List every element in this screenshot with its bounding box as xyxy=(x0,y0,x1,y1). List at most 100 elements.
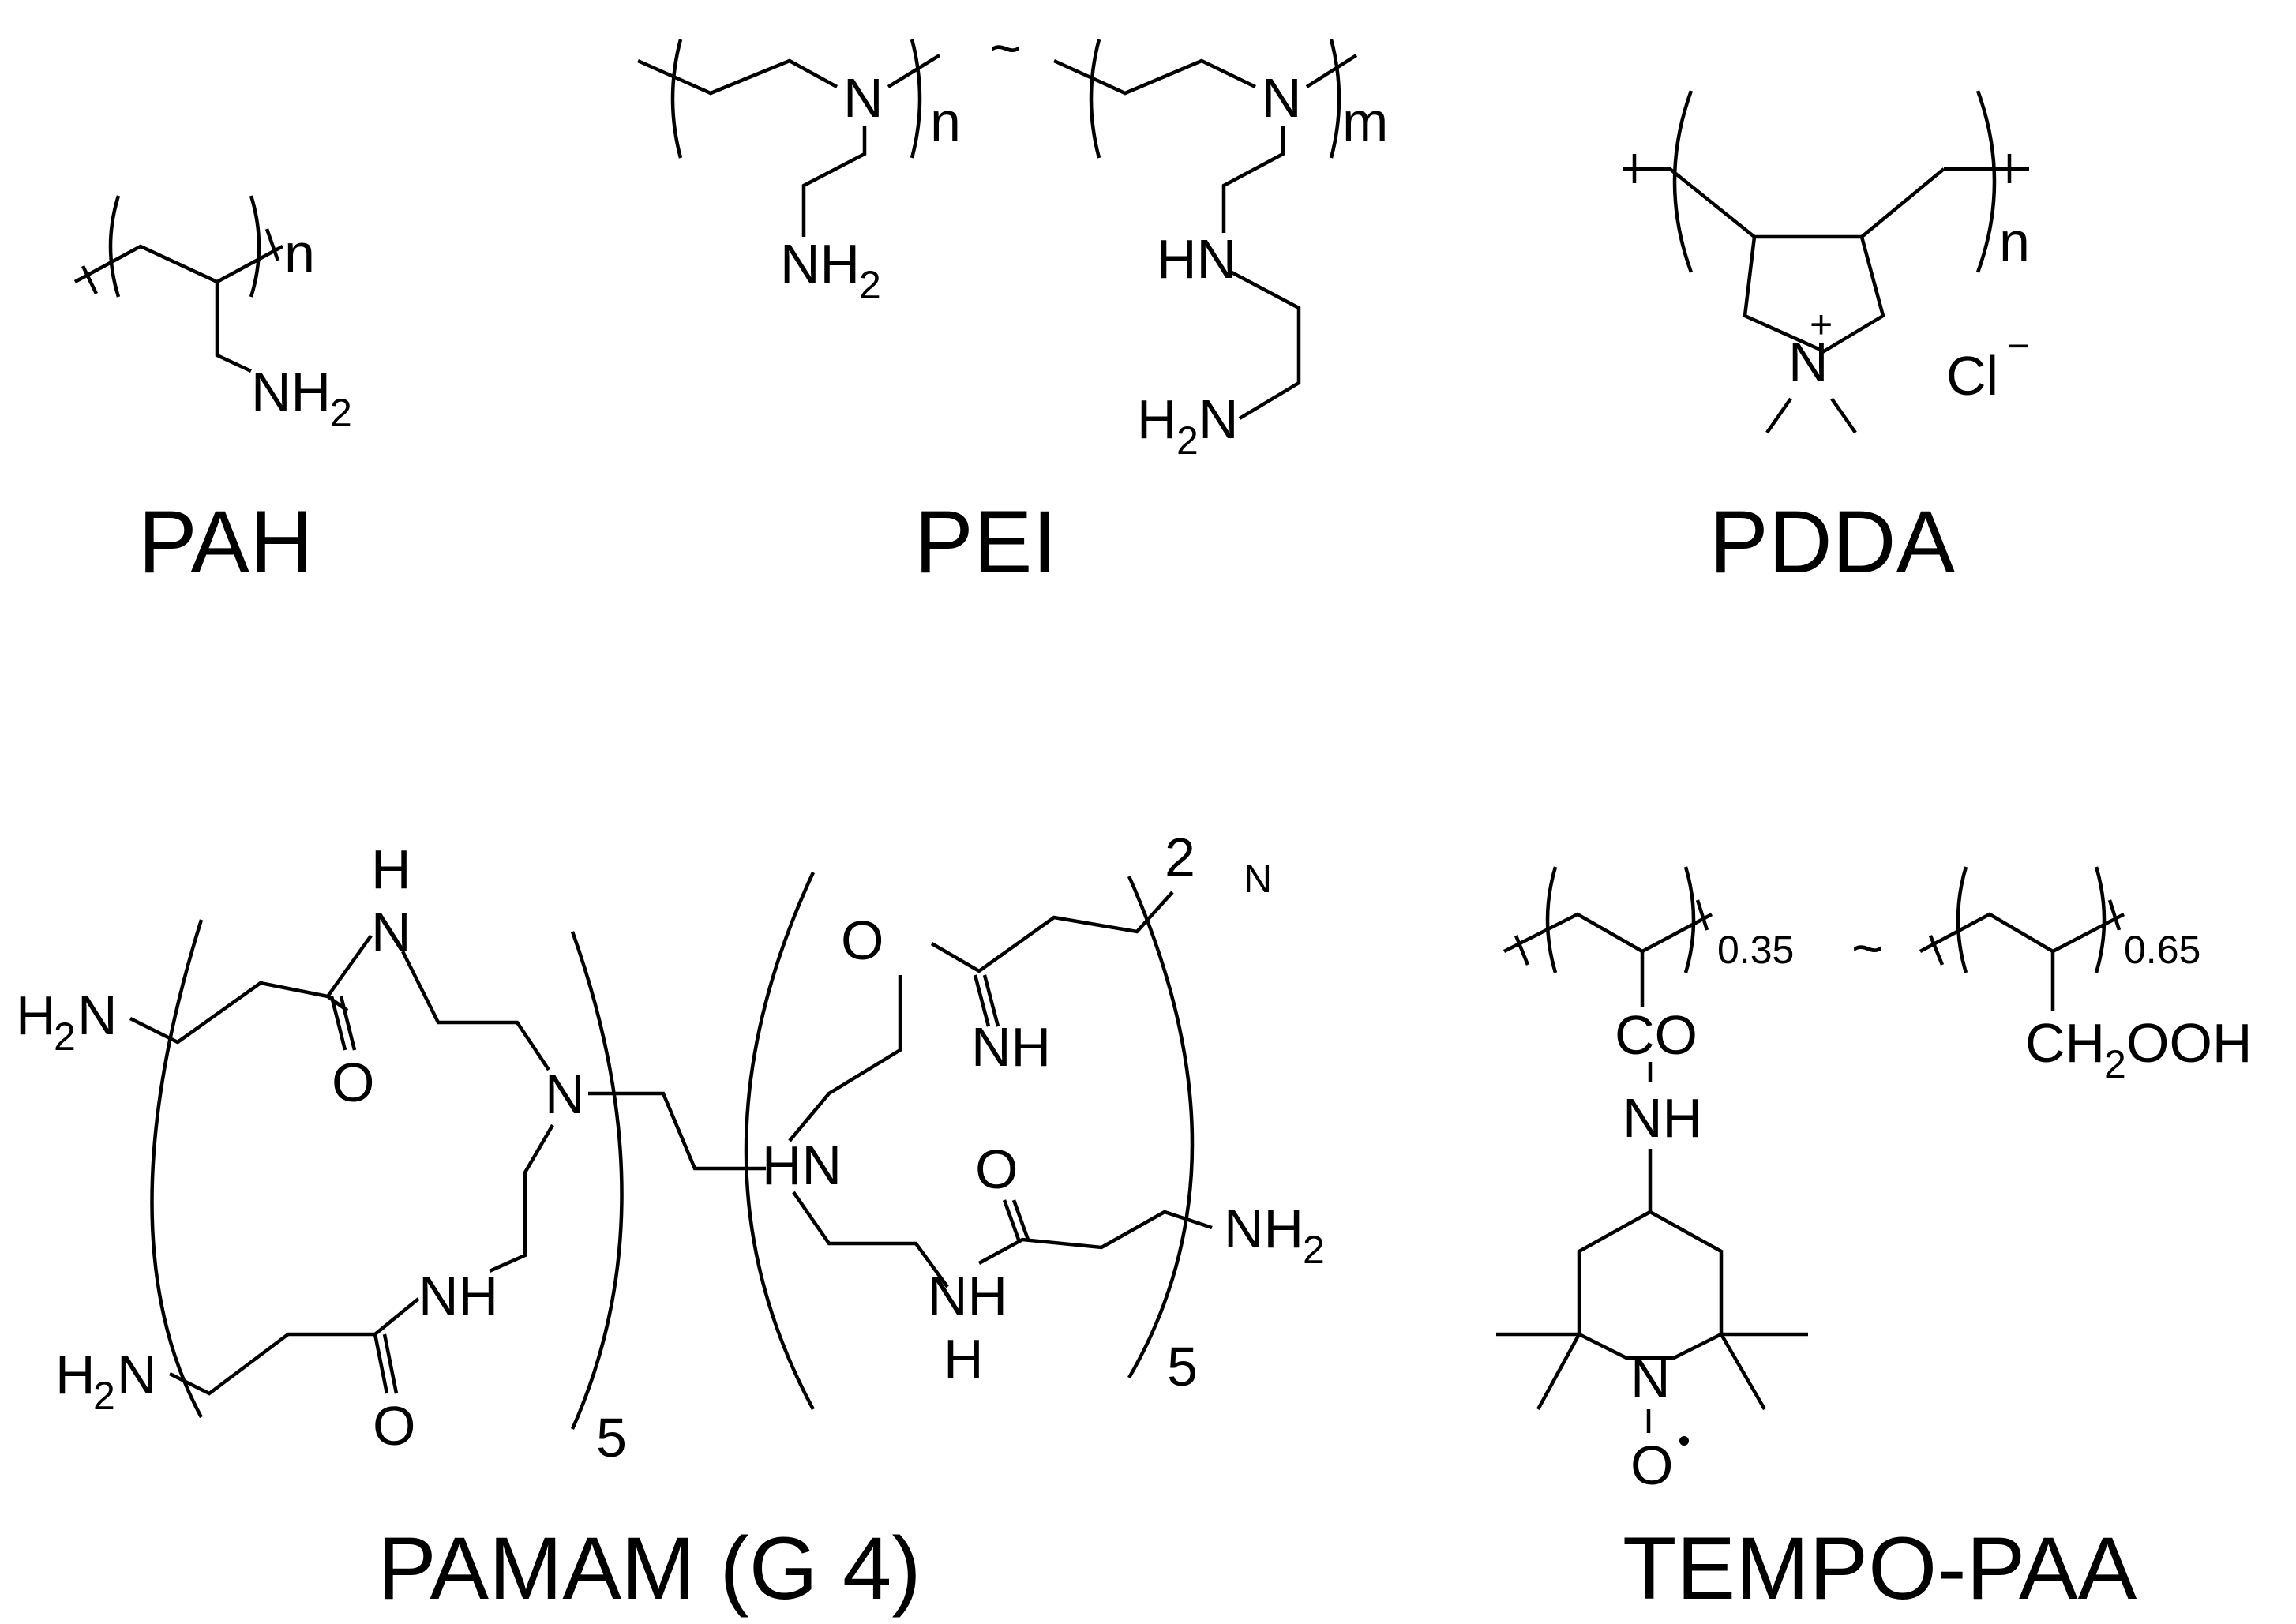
pamam-name: PAMAM (G 4) xyxy=(377,1519,921,1618)
pamam-upper-left-chain xyxy=(129,981,349,1045)
tempo-ring-nitrogen: N xyxy=(1630,1348,1671,1409)
tempo-methyl-2 xyxy=(1536,1333,1581,1411)
pei-m-terminal-amine-n: N xyxy=(1199,388,1239,450)
pdda-name: PDDA xyxy=(1709,493,1955,591)
tempo-left-fraction: 0.35 xyxy=(1717,928,1794,972)
pamam-lower-amine-h: H xyxy=(55,1344,96,1405)
pamam-upper-oxygen: O xyxy=(332,1052,374,1113)
pamam-lower-left-chain xyxy=(168,1297,420,1396)
pamam-lower-ethyl xyxy=(489,1123,554,1273)
pamam-right-lower-amine-subscript: 2 xyxy=(1303,1228,1325,1272)
pah-end-bond-right xyxy=(264,228,280,261)
pamam-right-upper-ethyl xyxy=(788,975,902,1142)
pei-m-nitrogen: N xyxy=(1262,67,1302,129)
pamam-right-index: 5 xyxy=(1167,1336,1198,1397)
pamam-right-lower-chain xyxy=(977,1210,1213,1265)
pah-backbone xyxy=(73,244,284,284)
pei-n-nitrogen-bond-right xyxy=(887,54,941,88)
pdda-positive-charge: + xyxy=(1810,302,1833,347)
pei-separator: ~ xyxy=(989,17,1022,79)
pamam-right-lower-nh-h: H xyxy=(944,1328,984,1390)
pamam-lower-carbonyl xyxy=(373,1333,389,1394)
pei-n-repeat-index: n xyxy=(930,91,961,152)
pei-structure: N n NH 2 ~ N m HN H 2 N PEI xyxy=(637,17,1388,591)
pei-m-right-bracket xyxy=(1329,39,1341,159)
tempo-left-bracket-open xyxy=(1545,866,1558,973)
pdda-methyl-right xyxy=(1830,397,1857,434)
pamam-lower-carbonyl-double xyxy=(382,1333,399,1394)
tempo-right-bracket-close xyxy=(2094,866,2107,973)
pei-n-backbone xyxy=(637,58,838,96)
pdda-left-bracket xyxy=(1672,90,1694,273)
pei-m-terminal-amine-subscript: 2 xyxy=(1176,418,1199,463)
pamam-right-lower-carbonyl xyxy=(1002,1199,1021,1240)
tempo-paa-name: TEMPO-PAA xyxy=(1623,1519,2137,1618)
pamam-upper-carbonyl xyxy=(329,996,347,1051)
pei-n-amine-subscript: 2 xyxy=(859,263,881,307)
pamam-core-link xyxy=(588,1091,766,1171)
pamam-upper-amine-h: H xyxy=(16,985,56,1046)
pamam-right-lower-amine: NH xyxy=(1224,1198,1304,1259)
pdda-structure: N + n Cl − PDDA xyxy=(1623,90,2030,591)
tempo-methyl-4 xyxy=(1720,1333,1766,1411)
pei-m-secondary-amine: HN xyxy=(1157,228,1236,290)
pdda-pyrrolidinium-ring xyxy=(1743,234,1885,354)
tempo-right-end-tick xyxy=(1928,935,1945,966)
pei-n-amine: NH xyxy=(780,233,860,294)
pdda-right-bracket xyxy=(1975,90,1997,273)
pamam-right-upper-oxygen: NH xyxy=(971,1016,1051,1078)
pei-m-nitrogen-bond-right xyxy=(1305,54,1358,88)
tempo-amide-nh: NH xyxy=(1623,1087,1702,1149)
tempo-separator: ~ xyxy=(1851,917,1884,979)
pamam-left-bracket-open xyxy=(150,919,204,1419)
tempo-side-ooh: OOH xyxy=(2126,1012,2252,1074)
pei-m-terminal-amine-h: H xyxy=(1137,388,1177,450)
pamam-upper-carbonyl-amide xyxy=(326,934,373,998)
pei-n-left-bracket xyxy=(670,39,683,159)
tempo-right-bracket-open xyxy=(1956,866,1968,973)
tempo-right-backbone xyxy=(1919,912,2125,954)
pamam-top-ethyl xyxy=(400,950,550,1071)
pamam-upper-carbonyl-double xyxy=(339,996,357,1051)
pamam-left-bracket-close xyxy=(570,931,624,1430)
tempo-oxygen-radical: O xyxy=(1630,1435,1673,1496)
pamam-top-nh-h: H xyxy=(371,838,411,900)
tempo-right-fraction: 0.65 xyxy=(2124,928,2200,972)
pamam-right-core-n: HN xyxy=(762,1135,842,1196)
pamam-left-index: 5 xyxy=(596,1407,627,1468)
pah-name: PAH xyxy=(138,493,313,591)
pamam-right-upper-nh: O xyxy=(841,910,884,971)
pei-m-left-bracket xyxy=(1089,39,1101,159)
pei-n-right-bracket xyxy=(910,39,922,159)
pamam-right-lower-nh: NH xyxy=(928,1265,1007,1326)
pdda-repeat-index: n xyxy=(1999,211,2030,272)
tempo-carbonyl: CO xyxy=(1615,1004,1698,1066)
pamam-lower-amine-n: N xyxy=(117,1344,157,1405)
pamam-right-upper-carbonyl xyxy=(973,974,991,1027)
pamam-right-lower-ethyl xyxy=(792,1191,949,1288)
pamam-right-bracket-close xyxy=(1127,876,1195,1379)
pdda-counter-ion: Cl xyxy=(1946,345,1998,407)
pdda-methyl-left xyxy=(1765,397,1792,434)
pah-amine-subscript: 2 xyxy=(330,391,352,435)
pamam-left-core-n: N xyxy=(545,1063,585,1125)
pamam-right-upper-amine-subscript: N xyxy=(1244,857,1272,901)
pamam-lower-oxygen: O xyxy=(373,1395,415,1457)
pdda-backbone xyxy=(1623,167,1756,238)
pamam-right-bracket-open xyxy=(744,872,816,1411)
tempo-side-ch: CH xyxy=(2025,1012,2105,1074)
pei-m-side-chain xyxy=(1221,126,1285,233)
pei-m-backbone xyxy=(1053,58,1256,96)
pamam-lower-amine-subscript: 2 xyxy=(93,1374,115,1418)
pah-right-bracket xyxy=(249,195,261,298)
pah-structure: n NH 2 PAH xyxy=(73,195,352,591)
pdda-nitrogen: N xyxy=(1788,331,1829,392)
pamam-right-upper-carbonyl-double xyxy=(982,974,1000,1027)
pamam-right-upper-chain xyxy=(930,891,1174,973)
tempo-left-backbone xyxy=(1503,912,1713,954)
pamam-right-upper-amine: 2 xyxy=(1165,827,1195,888)
tempo-side-subscript: 2 xyxy=(2104,1042,2126,1086)
pei-name: PEI xyxy=(914,493,1057,591)
pah-left-bracket xyxy=(108,195,121,298)
